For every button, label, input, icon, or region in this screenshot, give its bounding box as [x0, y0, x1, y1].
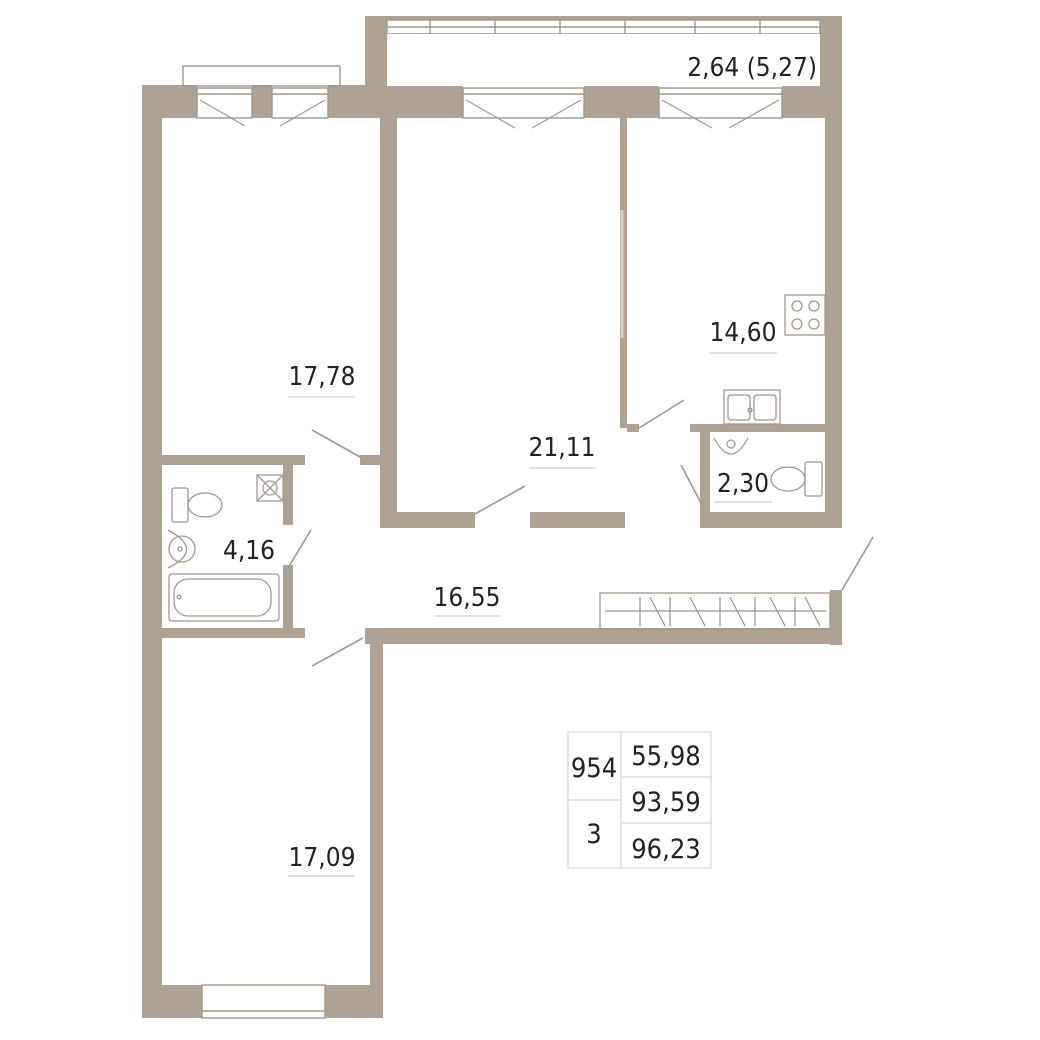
wc-area: 2,30 [717, 469, 769, 499]
room-count: 3 [586, 819, 601, 850]
kitchen-sink-icon [723, 389, 781, 425]
window-sashes [199, 99, 780, 129]
bedroom-middle-area: 21,11 [529, 433, 596, 463]
bathroom-fixtures [167, 474, 284, 622]
windows [182, 65, 783, 1019]
summary-table: 954 3 55,98 93,59 96,23 [567, 731, 712, 869]
wc-toilet-icon [770, 461, 823, 497]
walls [142, 16, 842, 1018]
wc-washbasin-icon [713, 437, 749, 455]
balcony-glazing [386, 19, 821, 86]
room-labels: 2,64 (5,27) 17,78 21,11 14,60 2,30 4,16 … [223, 53, 817, 877]
shower-drain-icon [256, 474, 284, 502]
stove-icon [784, 294, 826, 336]
hallway-area: 16,55 [434, 583, 501, 613]
wc-fixtures [713, 437, 823, 497]
bathroom-area: 4,16 [223, 536, 275, 566]
washbasin-icon [167, 529, 196, 569]
bathtub-icon [168, 573, 280, 622]
bedroom-bottom-area: 17,09 [289, 843, 356, 873]
apartment-number: 954 [571, 753, 617, 784]
total-area-value: 93,59 [631, 787, 701, 818]
wardrobe [599, 592, 831, 630]
living-area-value: 55,98 [631, 741, 701, 772]
kitchen-area: 14,60 [710, 318, 777, 348]
total-area-with-balcony-value: 96,23 [631, 834, 701, 865]
bedroom-left-area: 17,78 [289, 362, 356, 392]
balcony-area: 2,64 (5,27) [687, 53, 817, 83]
toilet-icon [171, 487, 223, 523]
doors [287, 210, 874, 667]
